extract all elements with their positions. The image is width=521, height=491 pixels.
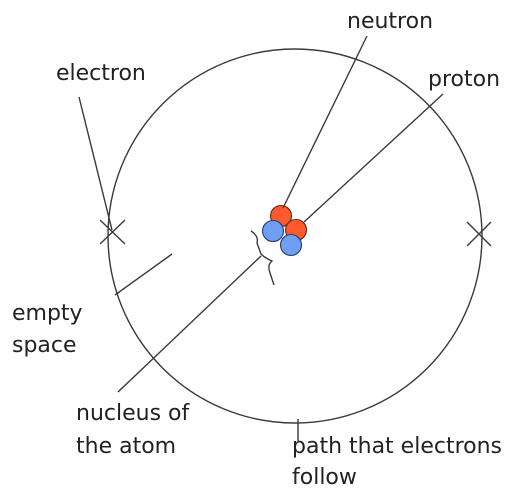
path-label-line2: follow — [292, 465, 357, 490]
empty-space-label-line2: space — [12, 333, 77, 358]
empty-space-pointer-line — [115, 254, 172, 295]
neutron-label: neutron — [347, 9, 433, 34]
electron-right-marker — [467, 222, 491, 246]
electron-left-marker — [100, 220, 125, 244]
proton-label: proton — [428, 67, 500, 92]
nucleus — [263, 206, 307, 256]
empty-space-label-line1: empty — [12, 301, 83, 326]
path-label-line1: path that electrons — [292, 434, 502, 459]
proton-pointer-line — [304, 94, 443, 222]
proton-particle — [263, 221, 284, 242]
electron-pointer-line — [79, 97, 112, 230]
nucleus-label-line1: nucleus of — [76, 401, 190, 426]
nucleus-pointer-line — [118, 256, 261, 392]
proton-particle — [281, 235, 302, 256]
electron-label: electron — [56, 61, 146, 86]
nucleus-label-line2: the atom — [76, 434, 176, 459]
neutron-pointer-line — [283, 36, 367, 208]
